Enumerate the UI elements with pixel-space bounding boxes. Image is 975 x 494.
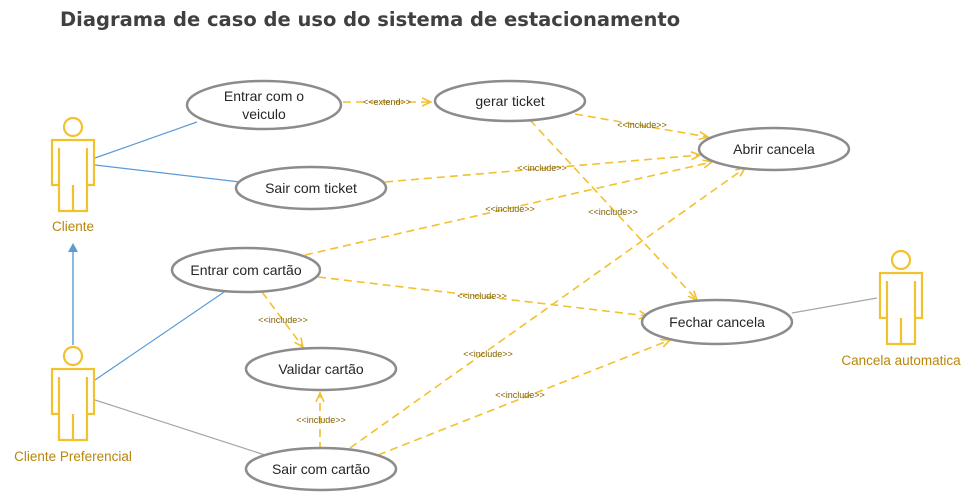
usecase-label: Sair com cartão <box>272 461 370 477</box>
actor-icon <box>50 345 96 442</box>
label-include-saircartao-abrir: <<include>> <box>463 349 513 359</box>
actor-label-cancela-automatica: Cancela automatica <box>841 353 961 368</box>
relation-labels: <<extend>> <<include>> <<include>> <<inc… <box>258 97 667 425</box>
generalization-arrowhead <box>68 243 78 252</box>
label-include-entrarcartao-validar: <<include>> <box>258 315 308 325</box>
include-saircartao-abrir <box>349 168 745 449</box>
label-include-entrarcartao-abrir: <<include>> <box>485 204 535 214</box>
usecase-abrir-cancela[interactable]: Abrir cancela <box>697 126 851 172</box>
usecase-fechar-cancela[interactable]: Fechar cancela <box>640 298 794 346</box>
usecase-label: Validar cartão <box>278 361 364 377</box>
usecase-label: Entrar com cartão <box>190 262 301 278</box>
usecase-label: Fechar cancela <box>669 314 765 330</box>
assoc-cliente-entrar-veiculo <box>94 121 198 159</box>
include-entrarcartao-fechar <box>317 276 648 316</box>
label-include-entrarcartao-fechar: <<include>> <box>457 291 507 301</box>
include-saircartao-fechar <box>377 340 670 456</box>
usecase-label: gerar ticket <box>475 93 544 109</box>
usecase-validar-cartao[interactable]: Validar cartão <box>244 346 398 392</box>
usecase-label: veiculo <box>242 106 286 122</box>
label-extend: <<extend>> <box>363 97 411 107</box>
dependencies <box>261 102 745 456</box>
label-include-gerar-abrir: <<include>> <box>617 120 667 130</box>
assoc-cliente-sair-ticket <box>94 164 241 183</box>
usecase-entrar-cartao[interactable]: Entrar com cartão <box>170 246 322 294</box>
actor-cliente[interactable]: Cliente <box>50 116 96 234</box>
actor-label-cliente-preferencial: Cliente Preferencial <box>14 449 132 464</box>
actor-icon <box>50 116 96 213</box>
label-include-sairticket-abrir: <<include>> <box>517 163 567 173</box>
diagram-title: Diagrama de caso de uso do sistema de es… <box>60 8 681 31</box>
include-entrarcartao-validar <box>261 291 303 347</box>
usecase-entrar-veiculo[interactable]: Entrar com o veiculo <box>185 79 343 131</box>
include-gerar-abrir <box>574 113 708 137</box>
usecase-sair-ticket[interactable]: Sair com ticket <box>234 165 388 211</box>
assoc-preferencial-sair-cartao <box>94 399 266 456</box>
label-include-gerar-fechar: <<include>> <box>588 207 638 217</box>
usecase-label: Entrar com o <box>224 88 304 104</box>
label-include-saircartao-validar: <<include>> <box>296 415 346 425</box>
usecase-label: Sair com ticket <box>265 180 357 196</box>
actor-label-cliente: Cliente <box>52 219 94 234</box>
usecase-gerar-ticket[interactable]: gerar ticket <box>433 79 587 123</box>
assoc-cancela-fechar <box>791 297 878 314</box>
associations <box>68 121 878 456</box>
actor-cliente-preferencial[interactable]: Cliente Preferencial <box>14 345 132 464</box>
actor-cancela-automatica[interactable]: Cancela automatica <box>841 249 961 368</box>
include-gerar-fechar <box>529 119 697 300</box>
label-include-saircartao-fechar: <<include>> <box>495 390 545 400</box>
usecase-label: Abrir cancela <box>733 141 815 157</box>
usecase-sair-cartao[interactable]: Sair com cartão <box>244 446 398 492</box>
include-sairticket-abrir <box>384 155 700 183</box>
include-entrarcartao-abrir <box>304 162 712 256</box>
actor-icon <box>878 249 924 346</box>
assoc-preferencial-entrar-cartao <box>94 287 231 381</box>
